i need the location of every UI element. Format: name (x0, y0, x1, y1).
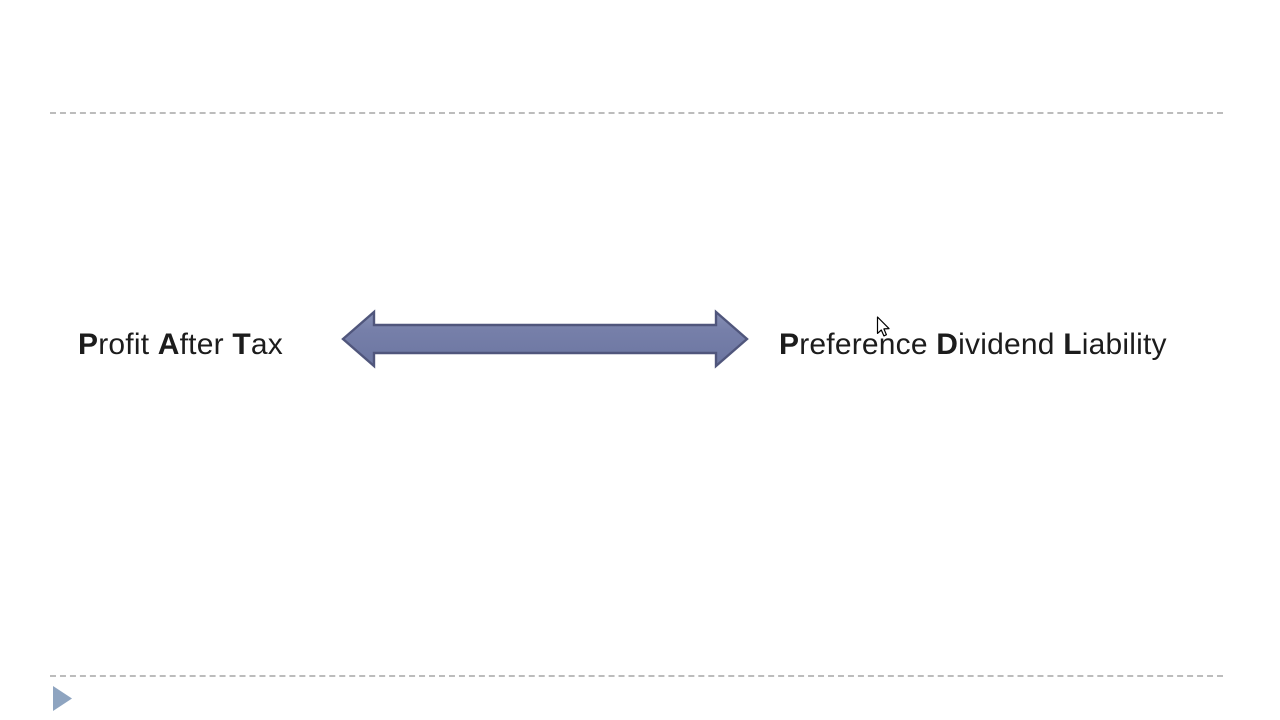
right-term-label: Preference Dividend Liability (779, 328, 1167, 361)
top-divider (50, 112, 1223, 114)
next-slide-arrow-icon[interactable] (53, 686, 73, 712)
double-arrow-shape (340, 308, 750, 370)
left-term-label: Profit After Tax (78, 328, 283, 361)
double-arrow-polygon (341, 309, 749, 369)
bottom-divider (50, 675, 1223, 677)
